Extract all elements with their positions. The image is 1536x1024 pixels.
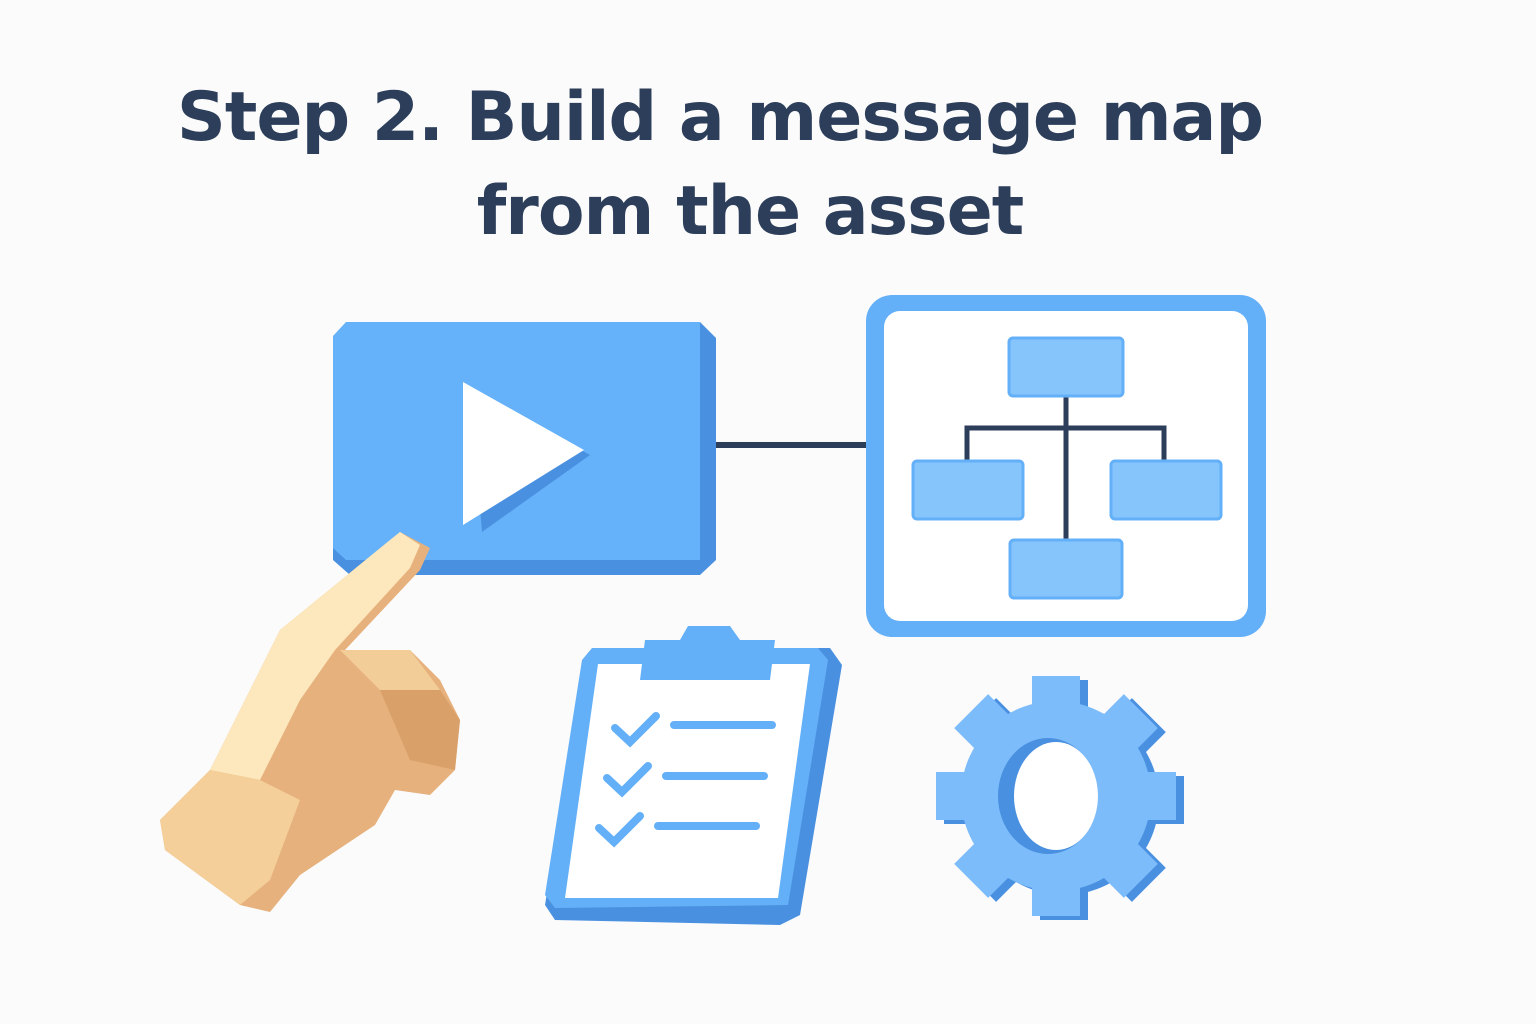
checklist-clipboard-icon: [545, 626, 842, 925]
hierarchy-map-icon: [866, 295, 1266, 637]
video-play-icon: [333, 322, 716, 575]
gear-icon: [936, 676, 1184, 920]
pointing-hand-icon: [160, 532, 460, 912]
title-line-2: from the asset: [476, 172, 1025, 251]
title-line-1: Step 2. Build a message map: [176, 78, 1264, 157]
